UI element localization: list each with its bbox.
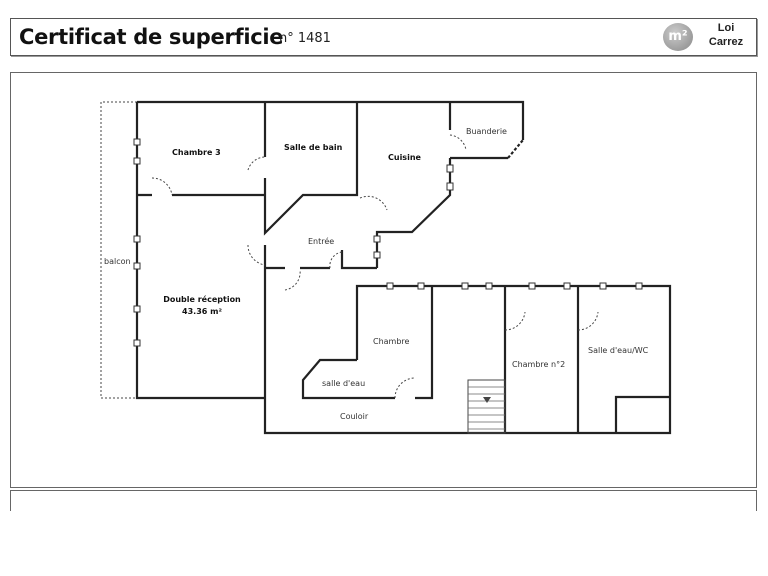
door-arc bbox=[504, 311, 526, 331]
wall-entree bbox=[263, 245, 672, 435]
door-arc bbox=[449, 134, 467, 151]
door-arc bbox=[329, 251, 343, 269]
room-salle-deau-wc: Salle d'eau/WC bbox=[588, 346, 649, 355]
room-salle-de-bain: Salle de bain bbox=[284, 143, 343, 152]
room-cuisine: Cuisine bbox=[388, 153, 422, 162]
wall-entree-bottom bbox=[265, 250, 377, 270]
door-arc bbox=[151, 177, 173, 196]
floor-plan-frame bbox=[10, 72, 757, 488]
door-arc bbox=[577, 311, 599, 331]
door-arc bbox=[394, 377, 416, 399]
buanderie-window bbox=[507, 139, 524, 159]
door-arc bbox=[359, 195, 388, 211]
wall-salle-deau bbox=[301, 358, 395, 400]
details-frame bbox=[10, 490, 757, 511]
page-title: Certificat de superficie bbox=[19, 25, 284, 49]
room-salle-deau: salle d'eau bbox=[322, 379, 365, 388]
windows bbox=[133, 138, 643, 347]
wall-left bbox=[135, 102, 265, 400]
badge-line-2: Carrez bbox=[708, 36, 744, 48]
room-entree: Entrée bbox=[308, 236, 334, 246]
room-area: 43.36 m² bbox=[182, 307, 222, 316]
loi-carrez-badge: Loi Carrez bbox=[701, 21, 751, 49]
wall-chambre-right bbox=[415, 286, 434, 400]
badge-line-1: Loi bbox=[717, 22, 735, 34]
room-double-reception: Double réception bbox=[163, 294, 241, 304]
door-arc bbox=[284, 269, 301, 291]
certificate-header: Certificat de superficie n° 1481 m² Loi … bbox=[10, 18, 757, 56]
m2-logo: m² bbox=[663, 23, 693, 51]
stair-arrow-icon bbox=[483, 397, 491, 403]
wall-sdb-left bbox=[263, 102, 359, 236]
room-buanderie: Buanderie bbox=[466, 127, 507, 136]
room-balcon: balcon bbox=[104, 257, 131, 266]
room-chambre2: Chambre n°2 bbox=[512, 360, 565, 369]
staircase bbox=[467, 379, 506, 434]
door-arc bbox=[247, 156, 266, 171]
room-chambre: Chambre bbox=[373, 337, 410, 346]
certificate-number: n° 1481 bbox=[279, 31, 331, 46]
wall-cuisine bbox=[375, 102, 452, 268]
room-chambre3: Chambre 3 bbox=[172, 148, 221, 157]
door-arc bbox=[247, 244, 266, 266]
room-couloir: Couloir bbox=[340, 412, 369, 421]
balcony-outline bbox=[100, 101, 137, 399]
wc-box bbox=[614, 395, 670, 433]
